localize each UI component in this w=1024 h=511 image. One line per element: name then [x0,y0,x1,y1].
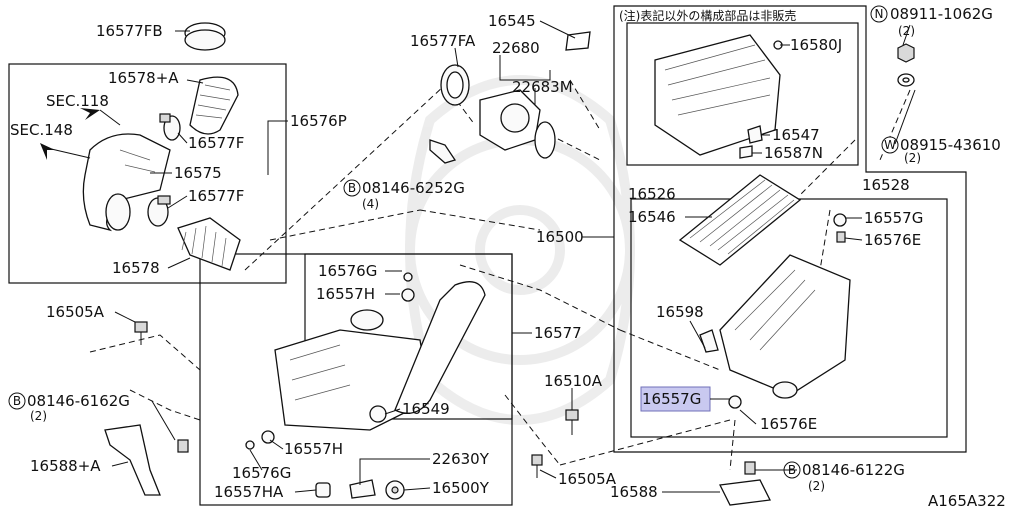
clamp-16577f-upper-part [159,113,181,141]
prefix-n-08911: N [870,5,888,23]
qty-08146-6162g: (2) [30,409,47,423]
label-16577f-lower: 16577F [188,187,244,205]
label-08911-1062g: 08911-1062G [890,5,993,23]
qty-08915: (2) [904,151,921,165]
label-16557h-lower: 16557H [284,440,343,458]
label-16576e-lower: 16576E [760,415,817,433]
bellows-16578-part [177,217,241,271]
label-16546: 16546 [628,208,676,226]
diagram-reference-code: A165A322 [928,492,1006,510]
clamp-16577fb-part [184,22,226,51]
label-16500: 16500 [536,228,584,246]
svg-text:B: B [13,394,21,408]
sec-arrows [40,108,121,160]
svg-text:N: N [875,7,884,21]
label-16598: 16598 [656,303,704,321]
label-16578: 16578 [112,259,160,277]
label-16576g-upper: 16576G [318,262,377,280]
label-22630y: 22630Y [432,450,490,468]
washer-08915-part [897,73,915,87]
air-cleaner-cover-16526-part [654,34,783,159]
label-16575: 16575 [174,164,222,182]
label-08915-43610: 08915-43610 [900,136,1001,154]
label-08146-6252g: 08146-6252G [362,179,465,197]
qty-08146-6252g: (4) [362,197,379,211]
label-16580j: 16580J [790,36,842,54]
label-16549: 16549 [402,400,450,418]
qty-08911: (2) [898,24,915,38]
filter-element-16546-part [678,174,802,266]
leader-lines [111,20,916,493]
bolt-16505a-lower-part [531,454,543,478]
label-sec148: SEC.148 [10,121,73,139]
label-16577: 16577 [534,324,582,342]
grommet-16500y-part [385,480,405,500]
label-16557ha: 16557HA [214,483,284,501]
hose-22630y-part [349,479,376,499]
grommet-16557ha-part [315,482,331,498]
label-22683m: 22683M [512,78,573,96]
label-16545-part [565,31,591,51]
bolt-16510a-part [565,409,579,435]
label-16587n: 16587N [764,144,823,162]
label-16577fa: 16577FA [410,32,476,50]
label-16577f-upper: 16577F [188,134,244,152]
maf-sensor-22680-part [479,89,541,151]
labels: 16577FB 16545 (注)表記以外の構成部品は非販売 08911-106… [10,5,1006,510]
bolt-16505a-upper-part [134,321,148,345]
label-16576p: 16576P [290,112,347,130]
svg-text:B: B [348,181,356,195]
label-16557h-upper: 16557H [316,285,375,303]
label-16526: 16526 [628,185,676,203]
prefix-b-08146-6252g: B [343,179,361,197]
label-sec118: SEC.118 [46,92,109,110]
label-16588a: 16588+A [30,457,101,475]
duct-16575-part [82,133,171,232]
prefix-w-08915: W [881,136,899,154]
label-16576e-upper: 16576E [864,231,921,249]
label-16547: 16547 [772,126,820,144]
svg-text:W: W [884,138,896,152]
resonator-16577-part [245,272,486,450]
label-16510a: 16510A [544,372,603,390]
air-cleaner-outer-box [613,5,967,453]
intake-duct-group-box [8,63,287,284]
bolt-08146-6252g-part [429,139,457,164]
clamp-16577fa-part [440,64,470,106]
prefix-b-08146-6162g: B [8,392,26,410]
label-16577fb: 16577FB [96,22,163,40]
label-16557g-highlighted: 16557G [642,390,701,408]
clamp-16577f-lower-part [147,195,171,227]
label-16557g-upper: 16557G [864,209,923,227]
gasket-22683m-part [534,121,556,159]
label-16505a-upper: 16505A [46,303,105,321]
label-16578a: 16578+A [108,69,179,87]
resonator-inner-box [304,253,513,420]
label-08146-6122g: 08146-6122G [802,461,905,479]
label-16528: 16528 [862,176,910,194]
label-08146-6162g: 08146-6162G [27,392,130,410]
air-cleaner-upper-box [626,22,859,166]
duct-16578a-part [189,76,239,135]
qty-08146-6122g: (2) [808,479,825,493]
highlight-16557g [640,386,711,412]
label-22680: 22680 [492,39,540,57]
label-16500y: 16500Y [432,479,490,497]
bracket-16588a-part [104,424,189,496]
label-16505a-lower: 16505A [558,470,617,488]
label-16588: 16588 [610,483,658,501]
nut-08911-part [897,43,915,63]
bracket-16588-part [719,461,771,506]
label-16545: 16545 [488,12,536,30]
label-16576g-lower: 16576G [232,464,291,482]
note-text: (注)表記以外の構成部品は非販売 [619,8,796,23]
air-cleaner-case-16528-part [699,213,851,409]
